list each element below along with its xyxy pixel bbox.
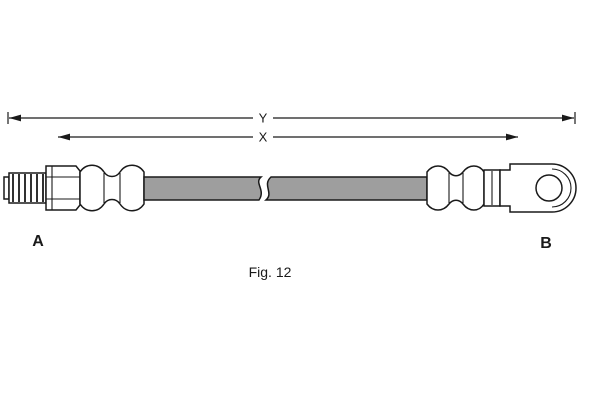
hose-assembly: [3, 163, 577, 213]
dimension-x-arrow-right: [506, 133, 518, 141]
ferrule-right-body: [426, 165, 485, 211]
hex-nut: [45, 165, 81, 211]
figure-caption: Fig. 12: [249, 264, 292, 280]
dimension-y-arrow-left: [9, 114, 21, 122]
ferrule-left-body: [79, 164, 145, 212]
hose-segment-left: [143, 176, 264, 201]
ferrule-right: [426, 165, 485, 211]
dimension-y-arrow-right: [562, 114, 574, 122]
thread-hatching: [12, 174, 44, 202]
eyelet-inner-contour: [551, 168, 572, 208]
dimension-y: Y: [7, 111, 576, 126]
eyelet-fitting: [483, 163, 577, 213]
end-label-b: B: [540, 235, 552, 252]
hex-nut-body: [45, 165, 81, 211]
dimension-x-arrow-left: [58, 133, 70, 141]
dimension-y-label: Y: [259, 111, 268, 126]
ferrule-left: [79, 164, 145, 212]
dimension-x: X: [58, 130, 518, 145]
eyelet-hole: [535, 174, 563, 202]
fitting-thread-body: [8, 172, 47, 204]
end-label-a: A: [32, 233, 44, 250]
hose-segment-right: [264, 176, 428, 201]
dimension-x-label: X: [259, 130, 268, 145]
threaded-fitting: [3, 172, 47, 204]
